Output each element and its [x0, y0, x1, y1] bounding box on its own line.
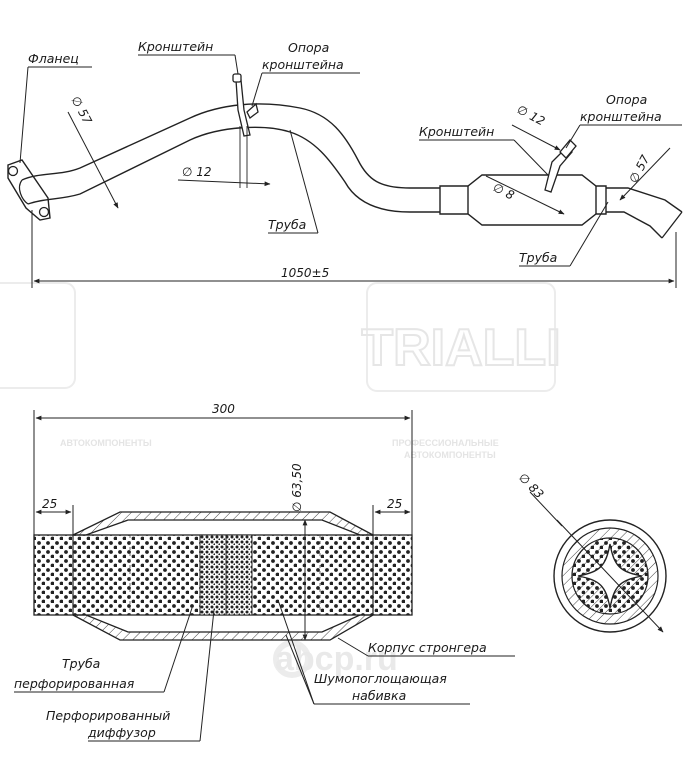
- dim-inner-diameter: ∅ 63,50: [290, 463, 304, 512]
- label-housing: Корпус стронгера: [368, 640, 487, 655]
- dim-total-length: 300: [212, 402, 235, 416]
- label-support-left-2: кронштейна: [262, 57, 344, 72]
- bracket-right: [544, 139, 577, 193]
- dim-bracket-rod-left: ∅ 12: [182, 165, 212, 179]
- watermark-center: TRIALLI: [360, 282, 562, 392]
- flange: [7, 159, 51, 221]
- label-bracket-right: Кронштейн: [419, 124, 494, 139]
- label-perforated-pipe-1: Труба: [62, 656, 100, 671]
- label-perforated-diffuser-1: Перфорированный: [46, 708, 170, 723]
- end-view: ∅ 83: [516, 470, 667, 633]
- label-packing-1: Шумопоглощающая: [314, 671, 447, 686]
- dim-left-neck: 25: [42, 497, 57, 511]
- label-support-right-1: Опора: [606, 92, 647, 107]
- dim-bracket-rod-right: ∅ 12: [515, 102, 548, 128]
- section-view: 300 25 25 ∅ 63,50 Труба перфорированная …: [14, 402, 667, 742]
- bracket-left: [232, 73, 259, 137]
- dim-pipe-diameter-right: ∅ 57: [626, 152, 652, 185]
- dim-outer-diameter: ∅ 83: [516, 470, 547, 501]
- front-pipe: [18, 103, 440, 213]
- watermark-brand: TRIALLI: [361, 319, 560, 377]
- dim-right-neck: 25: [387, 497, 402, 511]
- top-view: Фланец Кронштейн Опора кронштейна Труба …: [7, 39, 683, 288]
- watermark-tagline-left: АВТОКОМПОНЕНТЫ: [60, 438, 152, 448]
- tail-pipe: [606, 187, 683, 239]
- dim-pipe-diameter-left: ∅ 57: [68, 94, 94, 127]
- watermark-tagline-1: ПРОФЕССИОНАЛЬНЫЕ: [392, 438, 499, 448]
- watermark-left: [0, 282, 76, 389]
- label-pipe-right: Труба: [519, 250, 557, 265]
- label-bracket-left: Кронштейн: [138, 39, 213, 54]
- label-packing-2: набивка: [352, 688, 406, 703]
- label-perforated-pipe-2: перфорированная: [14, 676, 135, 691]
- label-flange: Фланец: [28, 51, 79, 66]
- label-support-right-2: кронштейна: [580, 109, 662, 124]
- resonator: [439, 174, 607, 226]
- label-pipe-left: Труба: [268, 217, 306, 232]
- watermark-tagline-2: АВТОКОМПОНЕНТЫ: [404, 450, 496, 460]
- label-support-left-1: Опора: [288, 40, 329, 55]
- label-perforated-diffuser-2: диффузор: [87, 725, 156, 740]
- dim-overall-length: 1050±5: [281, 266, 329, 280]
